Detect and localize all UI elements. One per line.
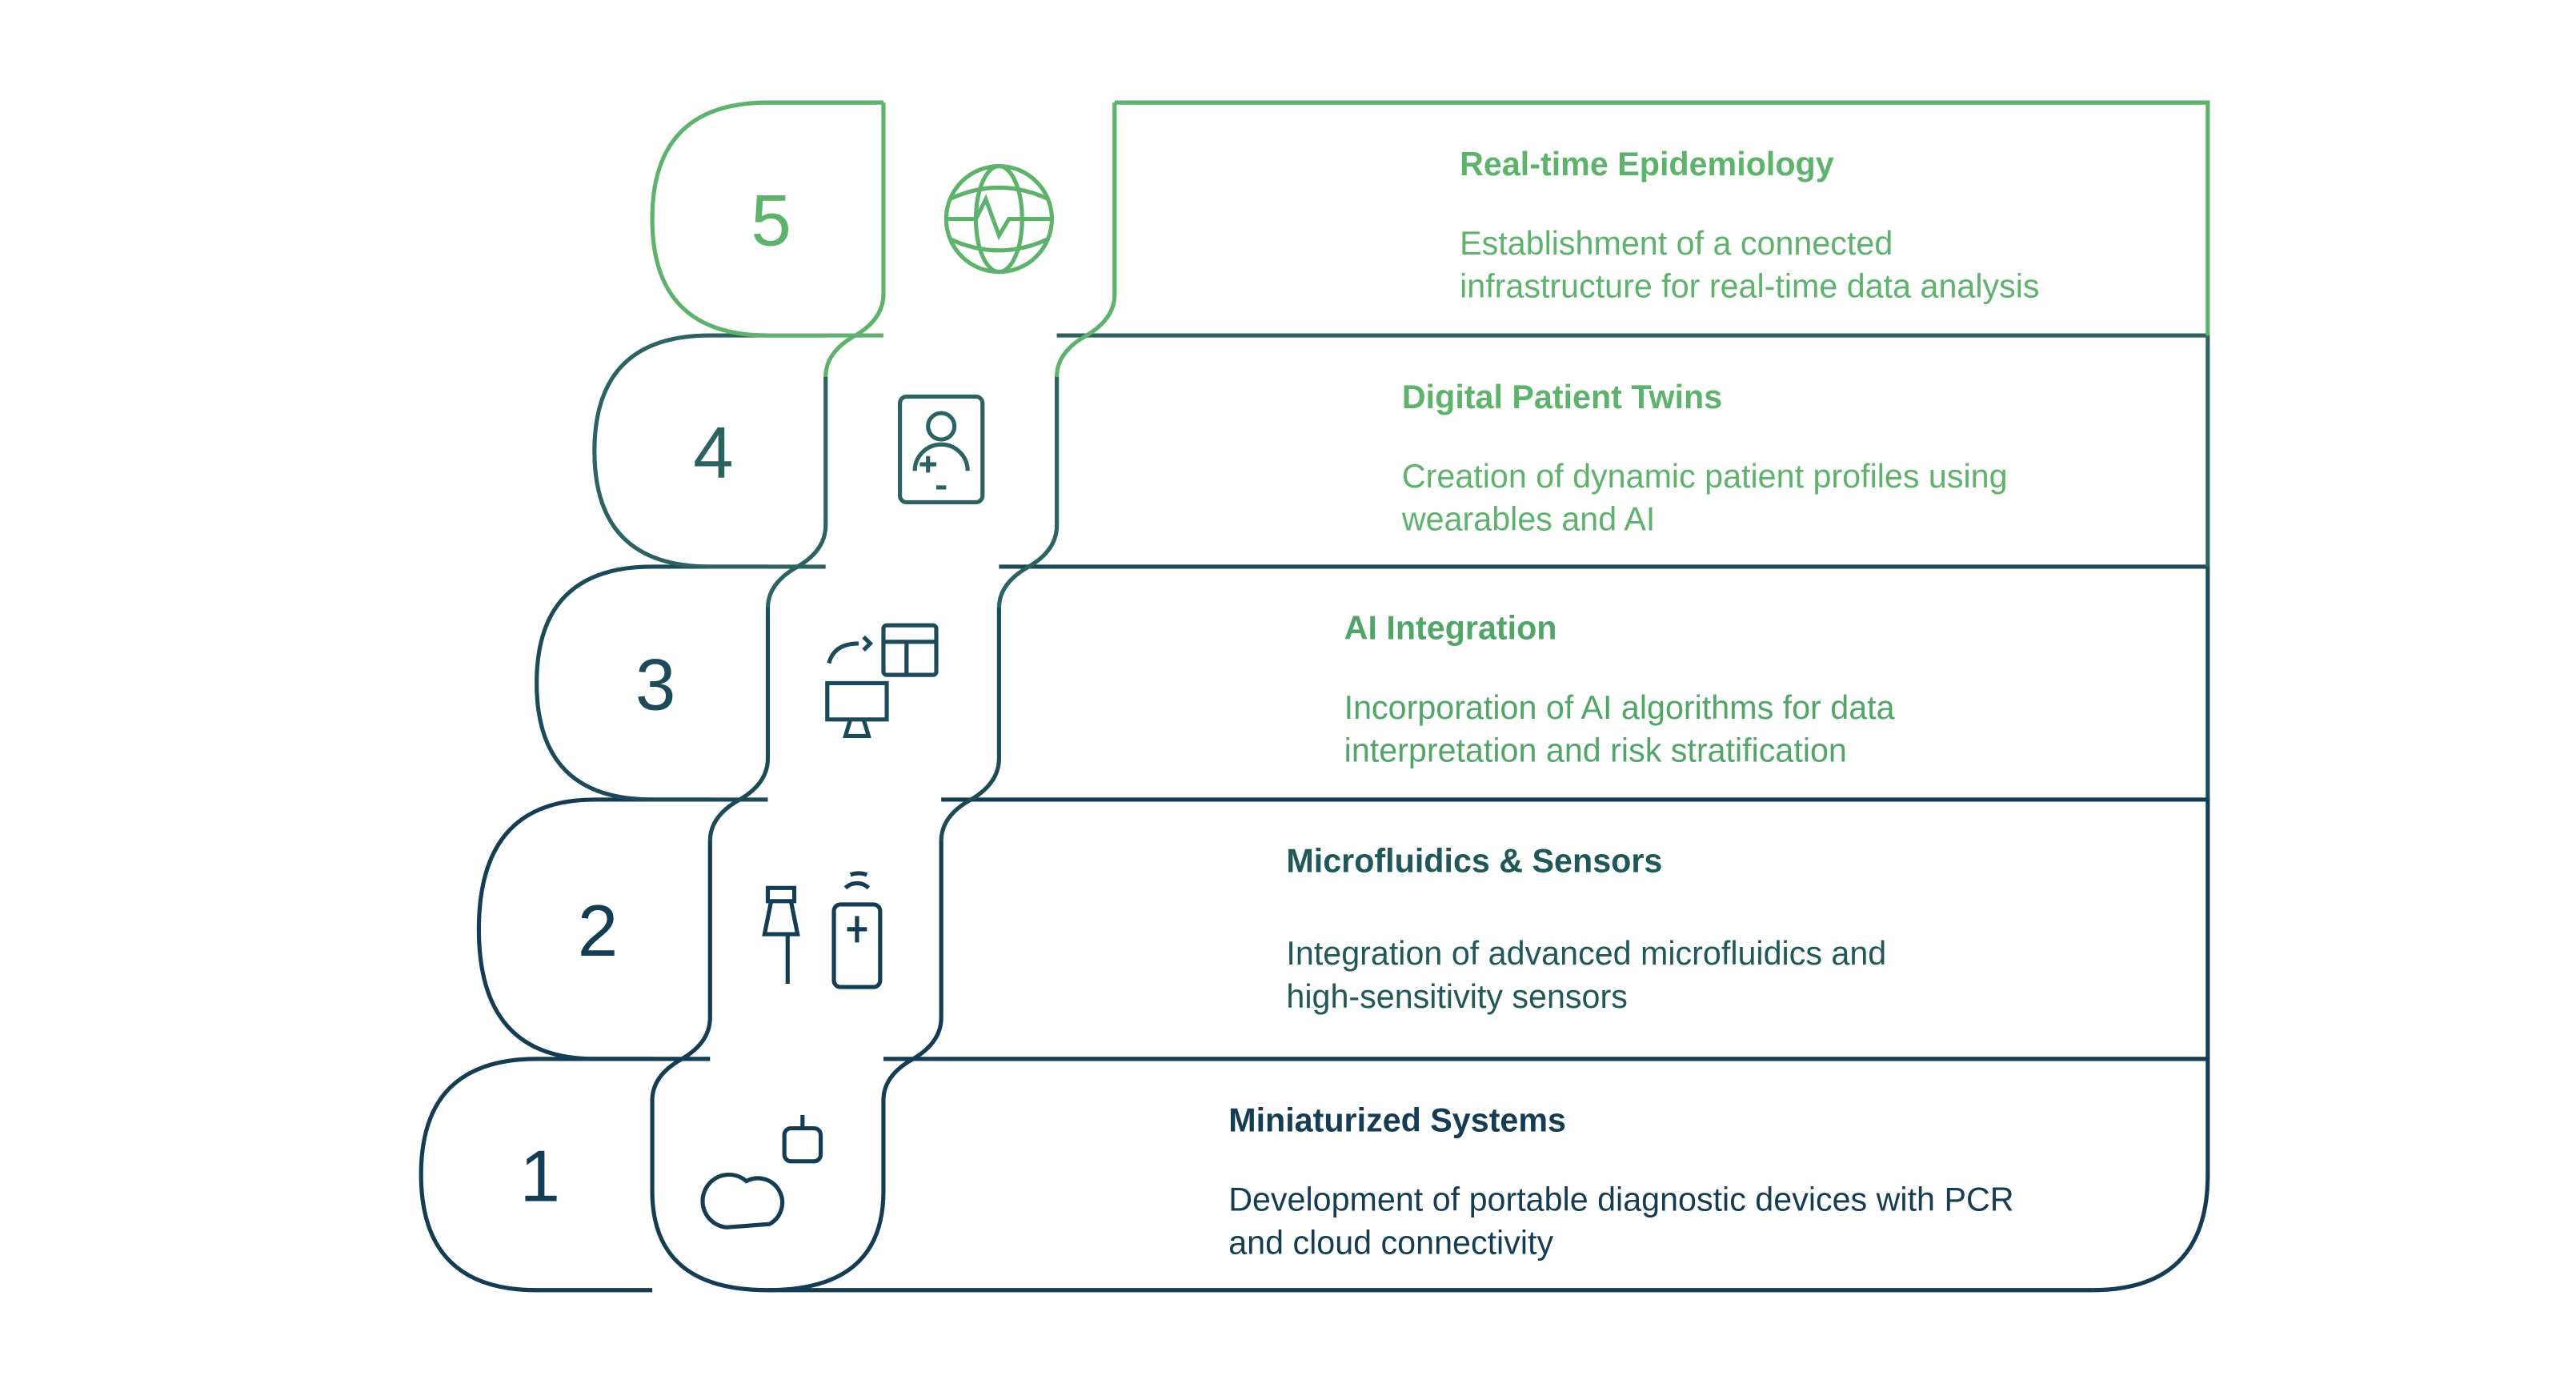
globe-heartbeat-icon [943,163,1055,275]
step-title: Digital Patient Twins [1402,379,1722,415]
column-edge [765,376,828,608]
step-description-line: Creation of dynamic patient profiles usi… [1402,458,2008,495]
column-edge [823,102,886,377]
step-frame [883,1057,2210,1293]
step-description-line: Development of portable diagnostic devic… [1228,1181,2013,1218]
computer-data-sync-icon [825,623,939,739]
number-lobe [592,333,826,569]
step-description-line: Establishment of a connected [1460,225,1893,262]
step-frame [1114,100,2210,336]
patient-profile-icon [898,394,985,505]
step-title: AI Integration [1344,610,1557,647]
column-edge [1055,102,1117,377]
lab-device-phone-icon [762,871,883,989]
step-frame [941,797,2210,1059]
step-description-line: Integration of advanced microfluidics an… [1286,935,1886,972]
step-number: 1 [520,1136,561,1217]
column-edge [881,840,943,1101]
number-lobe [650,100,883,338]
step-description-line: and cloud connectivity [1228,1224,1553,1261]
number-lobe [476,797,711,1061]
step-title: Real-time Epidemiology [1460,146,1834,183]
step-number: 3 [635,644,676,725]
step-description-line: Incorporation of AI algorithms for data [1344,689,1895,726]
cloud-robot-icon [700,1115,823,1230]
step-1 [419,1057,2210,1293]
column-bottom [650,1190,886,1293]
step-number: 5 [751,181,791,262]
column-edge [939,608,1001,841]
step-number: 2 [578,891,619,972]
step-description-line: high-sensitivity sensors [1286,978,1627,1015]
number-lobe [419,1057,653,1293]
number-lobe [535,564,768,802]
step-title: Miniaturized Systems [1228,1102,1566,1139]
step-title: Microfluidics & Sensors [1286,843,1662,880]
step-description-line: infrastructure for real-time data analys… [1460,268,2039,305]
step-5 [650,100,2210,377]
step-description-line: interpretation and risk stratification [1344,732,1847,768]
column-edge [996,376,1060,608]
column-edge [707,608,771,841]
step-number: 4 [693,413,734,494]
column-edge [650,840,712,1101]
step-description-line: wearables and AI [1401,501,1655,538]
